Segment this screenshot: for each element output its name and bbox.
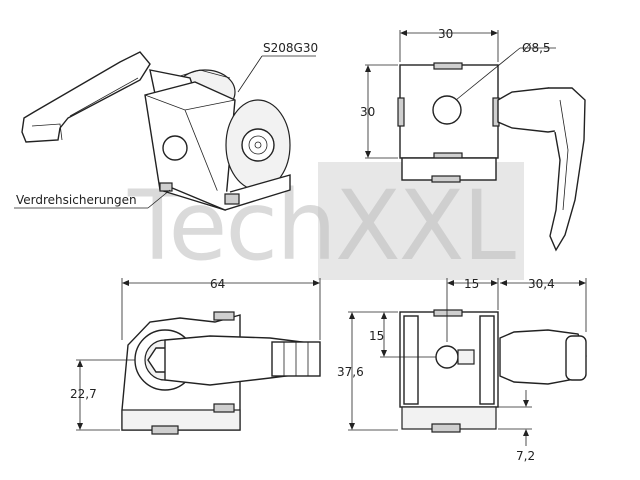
dim-front-bottom: 7,2 <box>516 449 535 463</box>
dim-front-height: 37,6 <box>337 365 364 379</box>
dim-side-height: 22,7 <box>70 387 97 401</box>
dim-top-width: 30 <box>438 27 453 41</box>
side-view <box>76 278 321 435</box>
top-view <box>365 30 586 252</box>
dim-front-lever: 30,4 <box>528 277 555 291</box>
dim-side-length: 64 <box>210 277 225 291</box>
dim-top-height: 30 <box>360 105 375 119</box>
dim-bore-diameter: Ø8,5 <box>522 41 551 55</box>
dim-front-upper: 15 <box>369 329 384 343</box>
anti-rotation-label: Verdrehsicherungen <box>16 193 137 207</box>
front-view <box>348 278 587 446</box>
watermark-box <box>318 162 524 280</box>
part-number-label: S208G30 <box>263 41 318 55</box>
dim-front-offset: 15 <box>464 277 479 291</box>
isometric-view <box>14 51 316 211</box>
